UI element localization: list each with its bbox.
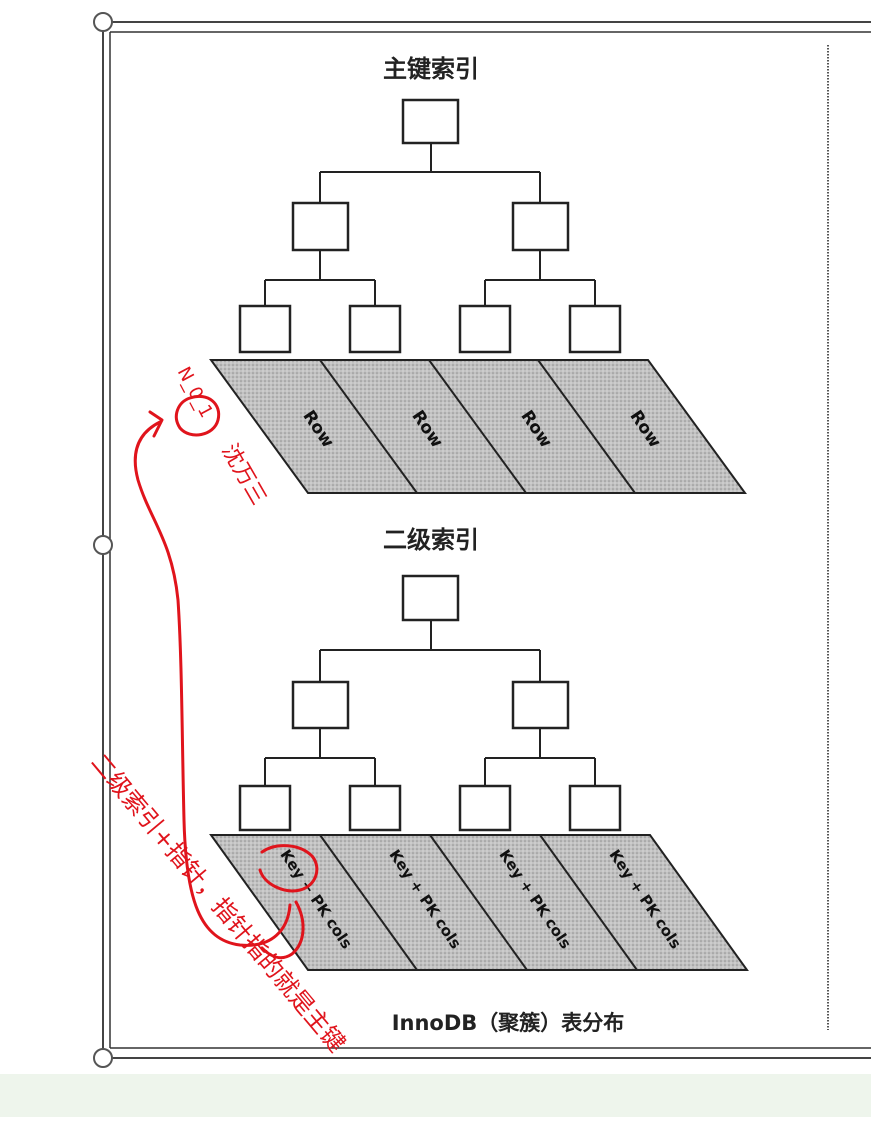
primary-leaf-node [348,304,402,354]
primary-branch-node [291,201,350,252]
resize-handle-top-left[interactable] [93,12,113,32]
secondary-branch-node [511,680,570,730]
secondary-leaf-node [458,784,512,832]
secondary-branch-node [291,680,350,730]
secondary-root-node [401,574,460,622]
resize-handle-bottom-left[interactable] [93,1048,113,1068]
diagram-caption: InnoDB（聚簇）表分布 [392,1011,625,1035]
primary-leaf-node [458,304,512,354]
secondary-index-title: 二级索引 [383,526,479,554]
secondary-leaf-node [238,784,292,832]
resize-handle-middle-left[interactable] [93,535,113,555]
secondary-tree-connectors [264,620,596,786]
annotation-no1: N_0_1 [173,363,217,421]
primary-branch-node [511,201,570,252]
secondary-key-plane [209,834,749,971]
primary-row-plane [209,359,747,494]
bottom-status-strip [0,1074,871,1117]
primary-leaf-node [238,304,292,354]
secondary-leaf-node [568,784,622,832]
primary-tree-connectors [264,143,596,306]
primary-leaf-node [568,304,622,354]
secondary-leaf-node [348,784,402,832]
primary-index-title: 主键索引 [383,55,479,83]
primary-root-node [401,98,460,145]
annotation-ink[interactable] [133,395,319,960]
annotation-name: 沈万三 [216,440,271,510]
